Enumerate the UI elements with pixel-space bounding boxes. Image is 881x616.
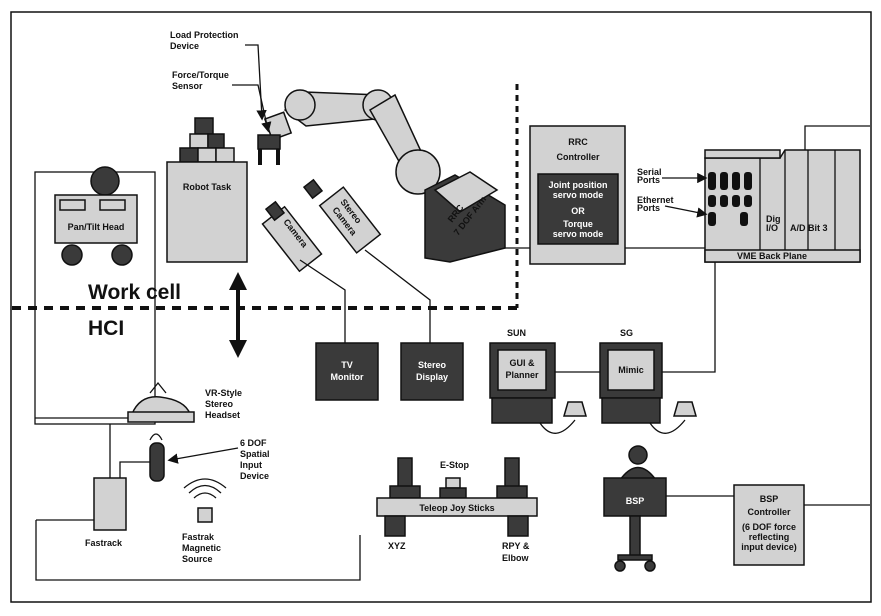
hci-label: HCI (88, 317, 124, 340)
rrc-controller-sub: Controller (556, 152, 599, 162)
force-torque-pointer (232, 84, 272, 133)
ad-bit3-label: A/D Bit 3 (790, 223, 828, 233)
sun-workstation: GUI & Planner (489, 342, 556, 424)
rpy-label-1: RPY & (502, 541, 530, 551)
dig-io-1: Dig (766, 214, 781, 224)
load-protection-label-1: Load Protection (170, 30, 239, 40)
load-protection-label-2: Device (170, 41, 199, 51)
fastrack-unit (93, 477, 127, 531)
torque-mode-2: servo mode (553, 229, 604, 239)
stereo-display-label-1: Stereo (418, 360, 447, 370)
vr-label-1: VR-Style (205, 388, 242, 398)
vr-label-3: Headset (205, 410, 240, 420)
tv-label-2: Monitor (331, 372, 364, 382)
robot-task: Robot Task (166, 117, 248, 263)
magnetic-source (183, 478, 227, 523)
xyz-label: XYZ (388, 541, 406, 551)
source-label-2: Magnetic (182, 543, 221, 553)
stereo-display: Stereo Display (400, 342, 464, 401)
stereo-camera: Stereo Camera (302, 178, 382, 254)
spatial-label-3: Input (240, 460, 262, 470)
bsp-controller-sub: Controller (747, 507, 790, 517)
dig-io-2: I/O (766, 223, 778, 233)
work-cell-label: Work cell (88, 281, 181, 304)
vr-label-2: Stereo (205, 399, 234, 409)
bsp-label: BSP (626, 496, 645, 506)
bsp-controller: BSP Controller (6 DOF force reflecting i… (733, 484, 805, 566)
spatial-label-4: Device (240, 471, 269, 481)
vme-backplane-label: VME Back Plane (737, 251, 807, 261)
joint-mode-1: Joint position (549, 180, 608, 190)
teleop-joysticks: Teleop Joy Sticks (376, 457, 538, 537)
source-label-1: Fastrak (182, 532, 215, 542)
robot-task-label: Robot Task (183, 182, 232, 192)
joint-mode-2: servo mode (553, 190, 604, 200)
gui-label-2: Planner (505, 370, 539, 380)
vr-headset (127, 381, 195, 423)
robot-arm: RRC 7 DOF Arm (257, 89, 506, 263)
camera: Camera (261, 200, 323, 273)
sg-label: SG (620, 328, 633, 338)
rrc-controller: RRC Controller Joint position servo mode… (529, 125, 626, 265)
fastrack-label: Fastrack (85, 538, 123, 548)
spatial-label-2: Spatial (240, 449, 270, 459)
serial-ports-1: Serial (637, 167, 662, 177)
serial-ports-2: Ports (637, 175, 660, 185)
sun-label: SUN (507, 328, 526, 338)
outer-frame (10, 11, 872, 603)
rpy-label-2: Elbow (502, 553, 529, 563)
force-torque-label-1: Force/Torque (172, 70, 229, 80)
pan-tilt-camera (90, 166, 120, 196)
or-label: OR (571, 206, 585, 216)
ethernet-ports-2: Ports (637, 203, 660, 213)
load-protection-pointer (245, 44, 267, 121)
tv-monitor: TV Monitor (315, 342, 379, 401)
sg-workstation: Mimic (599, 342, 663, 424)
estop-label: E-Stop (440, 460, 469, 470)
torque-mode-1: Torque (563, 219, 593, 229)
pan-tilt-label: Pan/Tilt Head (68, 222, 125, 232)
vme-rack: Dig I/O A/D Bit 3 VME Back Plane (704, 149, 861, 263)
mimic-label: Mimic (618, 365, 644, 375)
bsp-controller-title: BSP (760, 494, 779, 504)
spatial-input-device (149, 433, 165, 482)
gui-label-1: GUI & (509, 358, 535, 368)
force-torque-label-2: Sensor (172, 81, 203, 91)
stereo-display-label-2: Display (416, 372, 448, 382)
bsp-desc-3: input device) (741, 542, 797, 552)
rrc-controller-title: RRC (568, 137, 588, 147)
robot-task-box (166, 161, 248, 263)
pan-tilt-head: Pan/Tilt Head (34, 166, 156, 425)
source-label-3: Source (182, 554, 213, 564)
teleop-label: Teleop Joy Sticks (419, 503, 494, 513)
tv-label-1: TV (341, 360, 353, 370)
bsp-desc-1: (6 DOF force (742, 522, 796, 532)
spatial-label-1: 6 DOF (240, 438, 267, 448)
ethernet-ports-1: Ethernet (637, 195, 674, 205)
bsp-desc-2: reflecting (749, 532, 790, 542)
bsp-device: BSP (603, 445, 667, 572)
